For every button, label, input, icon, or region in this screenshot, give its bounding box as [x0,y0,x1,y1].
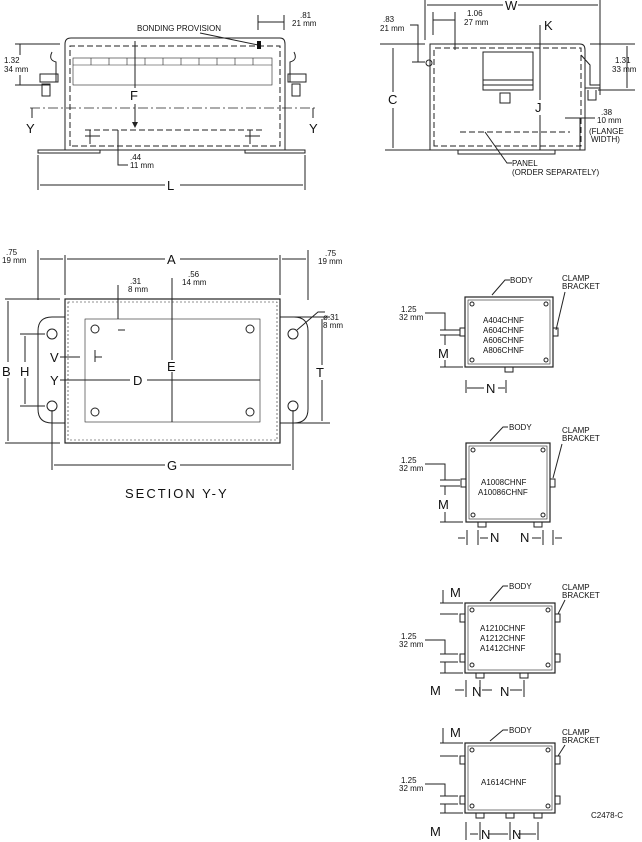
part-number: A1210CHNF [480,624,525,633]
dim-31-mm: 8 mm [128,285,148,294]
part-number: A404CHNF [483,316,524,325]
dim-56-mm: 14 mm [182,278,207,287]
dim-k-label: K [544,18,553,33]
dim-125-mm: 32 mm [399,640,424,649]
clamp-label: BRACKET [562,736,600,745]
dim-83-in: .83 [383,15,395,24]
dim-l-label: L [167,178,174,193]
dim-n-label: N [472,684,481,699]
clamp-label: BRACKET [562,282,600,291]
model-view-2: A1008CHNF A10086CHNF BODY CLAMP BRACKET … [399,423,600,545]
dim-h-label: H [20,364,29,379]
hole-diameter-mm: 8 mm [323,321,343,330]
flange-width-line2: WIDTH) [591,135,620,144]
dim-n-label: N [481,827,490,842]
dim-n-label: N [520,530,529,545]
dim-81-mm: 21 mm [292,19,317,28]
dim-n-label: N [486,381,495,396]
model-view-3: A1210CHNF A1212CHNF A1412CHNF BODY CLAMP… [399,582,600,699]
dim-n-label: N [512,827,521,842]
clamp-label: CLAMP [562,274,590,283]
section-marker-left: Y [26,121,35,136]
panel-order-note: (ORDER SEPARATELY) [512,168,599,177]
dim-m-label: M [438,346,449,361]
dim-75-left-in: .75 [6,248,18,257]
dim-75-right-in: .75 [325,249,337,258]
dim-j-label: J [535,100,542,115]
dim-125-in: 1.25 [401,456,417,465]
part-number: A606CHNF [483,336,524,345]
dim-m-label: M [450,585,461,600]
dim-75-right-mm: 19 mm [318,257,343,266]
dim-125-in: 1.25 [401,632,417,641]
dim-y-label: Y [50,373,59,388]
dim-106-mm: 27 mm [464,18,489,27]
part-number: A1614CHNF [481,778,526,787]
dim-132-mm: 34 mm [4,65,29,74]
part-number: A604CHNF [483,326,524,335]
dim-n-label: N [500,684,509,699]
dim-a-label: A [167,252,176,267]
dim-131-in: 1.31 [615,56,631,65]
part-number: A1008CHNF [481,478,526,487]
part-number: A10086CHNF [478,488,528,497]
dim-m-label: M [430,683,441,698]
end-view: W C K J .83 21 mm 1.06 27 mm 1.31 33 mm … [380,0,637,177]
dim-n-label: N [490,530,499,545]
dim-125-in: 1.25 [401,305,417,314]
section-y-y: A .75 19 mm .75 19 mm .31 8 mm .56 14 mm… [2,248,343,501]
part-number: A806CHNF [483,346,524,355]
dim-e-label: E [167,359,176,374]
dim-44-in: .44 [130,153,142,162]
part-number: A1412CHNF [480,644,525,653]
body-label: BODY [509,423,532,432]
dim-44-mm: 11 mm [130,161,154,170]
dim-t-label: T [316,365,324,380]
dim-132-in: 1.32 [4,56,20,65]
dim-106-in: 1.06 [467,9,483,18]
dim-125-mm: 32 mm [399,464,424,473]
dim-31-in: .31 [130,277,142,286]
clamp-label: BRACKET [562,591,600,600]
dim-83-mm: 21 mm [380,24,405,33]
model-view-4: A1614CHNF BODY CLAMP BRACKET M 1.25 32 m… [399,725,600,842]
clamp-label: CLAMP [562,728,590,737]
clamp-label: CLAMP [562,426,590,435]
dim-125-mm: 32 mm [399,784,424,793]
dim-38-in: .38 [601,108,613,117]
side-view: Y Y F .44 11 mm L 1.32 34 mm .81 21 mm B… [4,11,318,193]
dim-g-label: G [167,458,177,473]
body-label: BODY [509,726,532,735]
flange-width-line1: (FLANGE [589,127,624,136]
dim-m-label: M [450,725,461,740]
dim-d-label: D [133,373,142,388]
dim-w-label: W [505,0,518,13]
model-view-1: A404CHNF A604CHNF A606CHNF A806CHNF BODY… [399,274,600,396]
dim-131-mm: 33 mm [612,65,637,74]
dim-81-in: .81 [300,11,312,20]
dim-125-mm: 32 mm [399,313,424,322]
panel-label: PANEL [512,159,538,168]
hole-diameter-in: ø.31 [323,313,340,322]
dim-m-label: M [430,824,441,839]
clamp-label: BRACKET [562,434,600,443]
dim-v-label: V [50,350,59,365]
dim-m-label: M [438,497,449,512]
part-number: A1212CHNF [480,634,525,643]
section-title: SECTION Y-Y [125,486,229,501]
dim-38-mm: 10 mm [597,116,622,125]
dim-b-label: B [2,364,11,379]
dim-56-in: .56 [188,270,200,279]
body-label: BODY [510,276,533,285]
body-label: BODY [509,582,532,591]
dim-c-label: C [388,92,397,107]
drawing-number: C2478-C [591,811,623,820]
dim-125-in: 1.25 [401,776,417,785]
bonding-provision-label: BONDING PROVISION [137,24,221,33]
dim-f-label: F [130,88,138,103]
clamp-label: CLAMP [562,583,590,592]
section-marker-right: Y [309,121,318,136]
dim-75-left-mm: 19 mm [2,256,27,265]
